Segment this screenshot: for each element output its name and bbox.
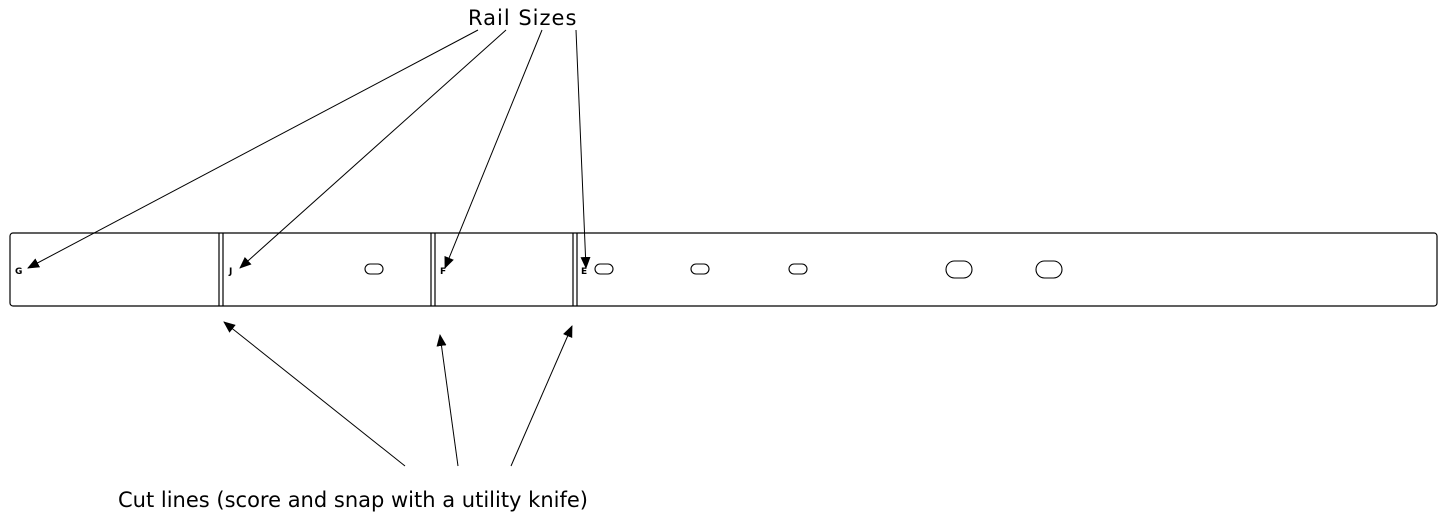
slot-hole [364, 263, 384, 275]
cut-line-3 [572, 233, 578, 306]
rail-strip [9, 232, 1438, 307]
rail-sizes-label: Rail Sizes [468, 6, 578, 30]
slot-hole [690, 263, 710, 275]
arrow-to-segment-f [444, 29, 543, 269]
arrow-to-cut-line-3 [510, 325, 573, 467]
segment-label-g: G [15, 267, 22, 277]
large-slot-hole [945, 260, 973, 279]
segment-label-j: J [228, 267, 232, 277]
segment-label-f: F [440, 267, 446, 277]
large-slot-hole [1035, 260, 1063, 279]
arrow-to-cut-line-1 [223, 321, 406, 467]
cut-line-2 [430, 233, 436, 306]
slot-hole [594, 263, 614, 275]
arrow-to-segment-e [575, 29, 591, 269]
segment-label-e: E [581, 267, 587, 277]
arrow-to-cut-line-2 [436, 334, 459, 467]
cut-lines-label: Cut lines (score and snap with a utility… [118, 488, 588, 512]
cut-line-1 [218, 233, 224, 306]
slot-hole [788, 263, 808, 275]
arrow-to-segment-j [239, 29, 507, 269]
arrow-to-segment-g [27, 29, 479, 269]
